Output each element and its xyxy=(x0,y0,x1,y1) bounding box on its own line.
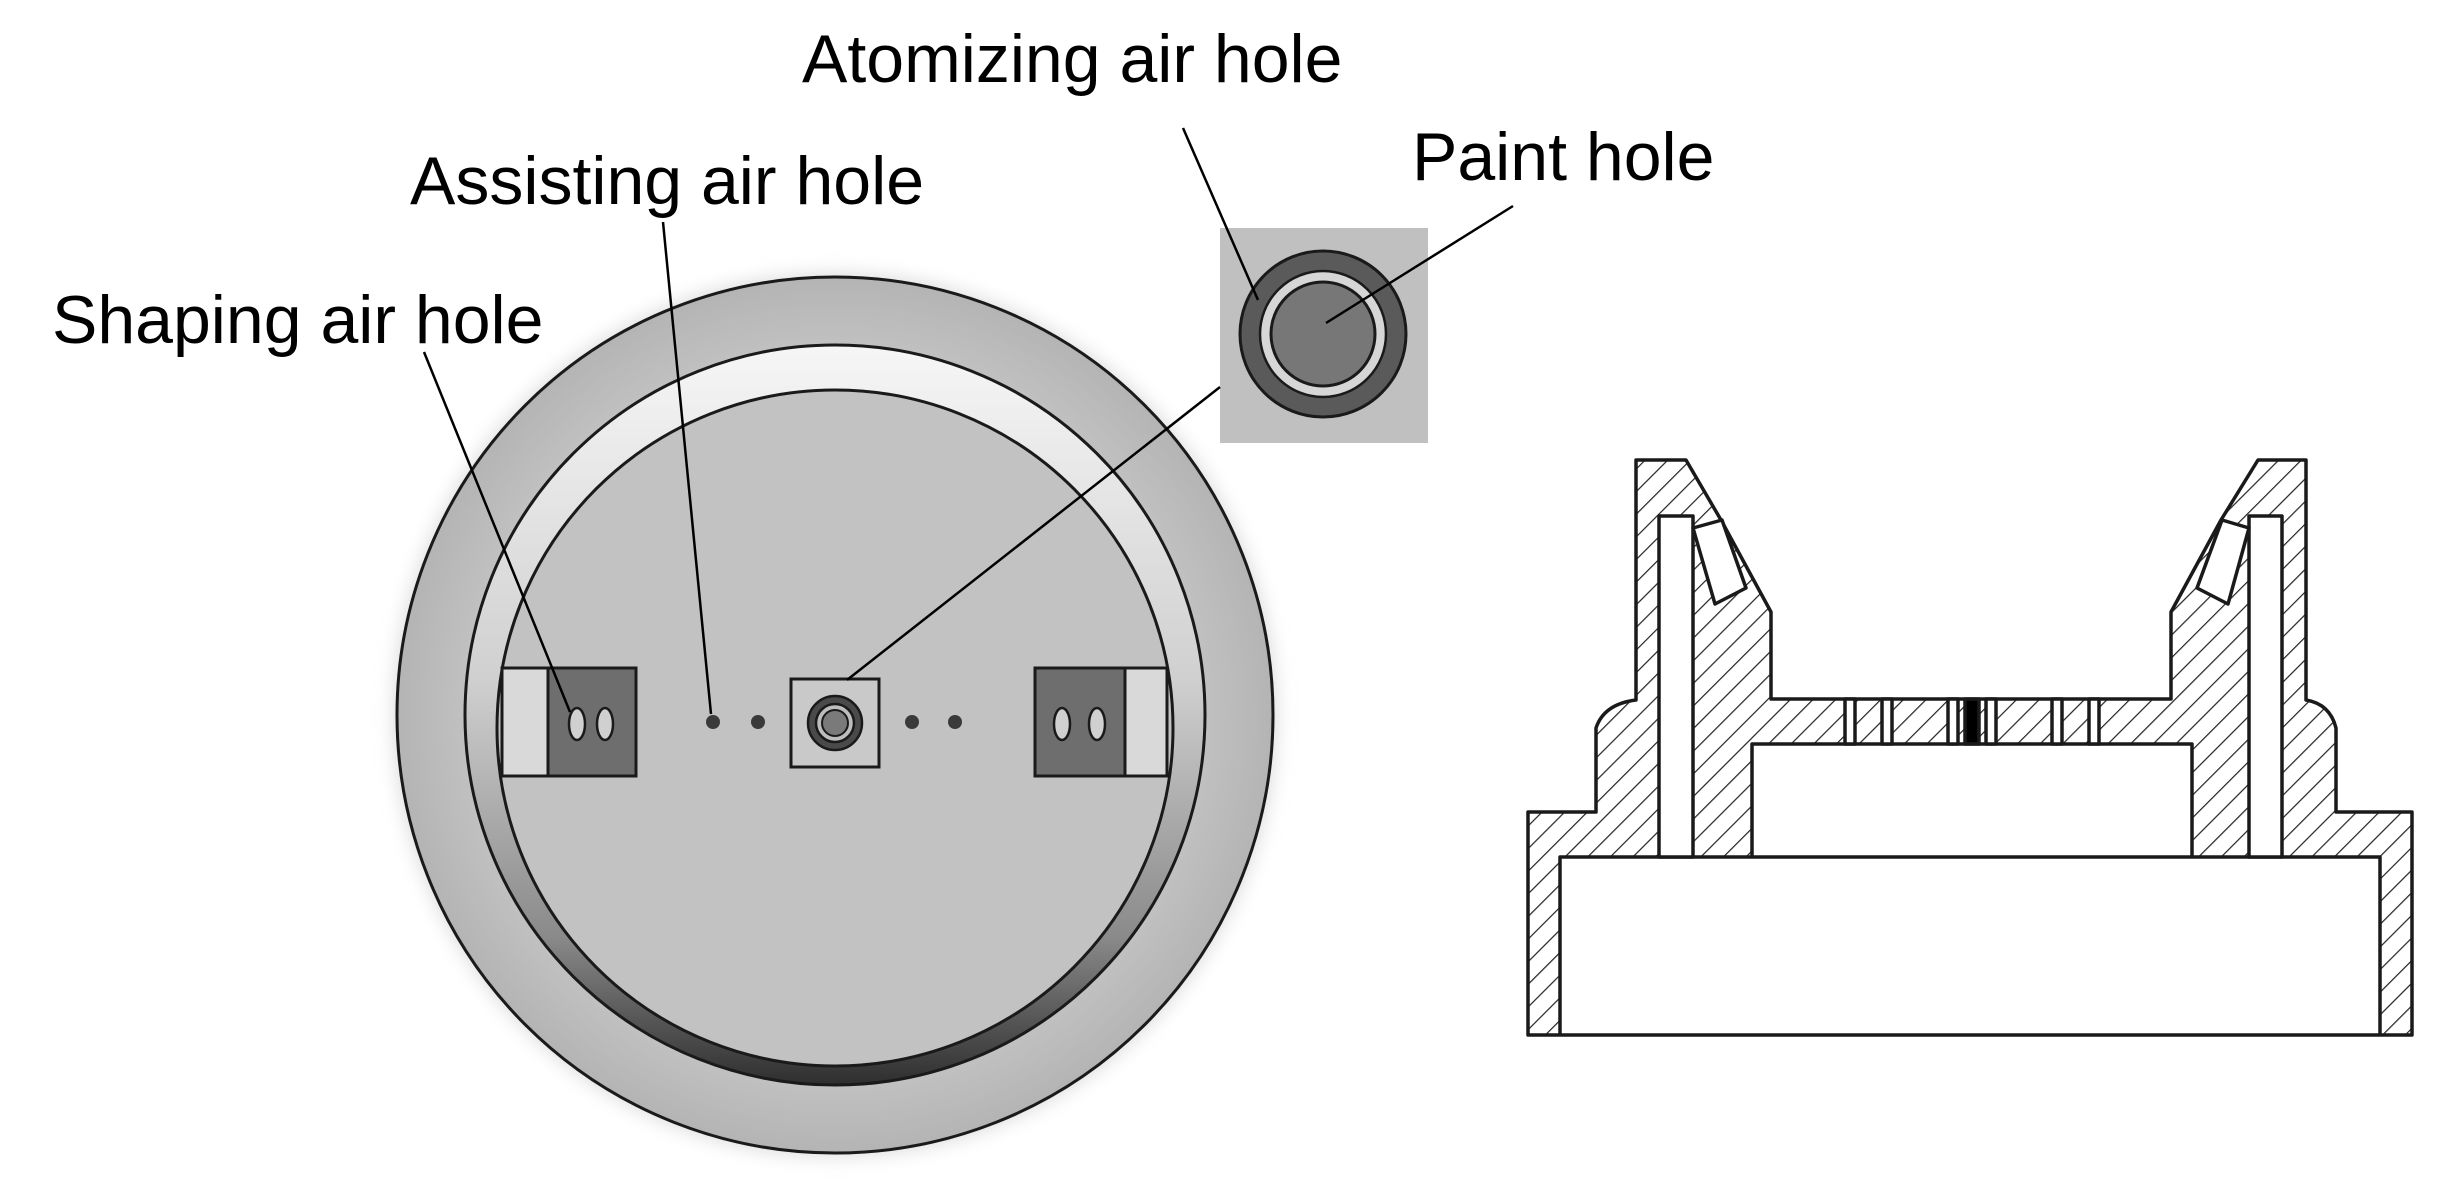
right-shaping-block xyxy=(1033,666,1169,778)
section-hole xyxy=(1880,697,1894,746)
section-hole xyxy=(2087,697,2101,746)
section-hole xyxy=(2050,697,2064,746)
paint-hole-label: Paint hole xyxy=(1412,119,1714,195)
section-hole xyxy=(1984,697,1998,746)
shaping-air-hole xyxy=(567,706,587,742)
assisting-air-hole xyxy=(905,715,919,729)
zoom-inset xyxy=(1220,228,1428,443)
shaping-air-hole xyxy=(1052,706,1072,742)
right-air-channel xyxy=(2247,514,2284,859)
shaping-leader xyxy=(422,351,572,713)
shaping-air-hole xyxy=(1087,706,1107,742)
nozzle-front-view xyxy=(395,275,1275,1155)
section-body xyxy=(1526,458,2414,1037)
zoom-connector xyxy=(846,386,1221,681)
assisting-air-hole-label: Assisting air hole xyxy=(410,143,924,219)
shaping-air-hole-label: Shaping air hole xyxy=(52,282,543,358)
atomizing-leader xyxy=(1181,127,1260,301)
center-hole-box xyxy=(789,677,881,769)
right-angled-port xyxy=(2195,518,2251,606)
section-hole xyxy=(1843,697,1857,746)
left-air-channel xyxy=(1657,514,1695,859)
paint-hole-zoom xyxy=(1269,280,1377,388)
nozzle-cross-section xyxy=(1526,458,2414,1037)
shaping-air-hole xyxy=(595,706,615,742)
section-hole xyxy=(1946,697,1960,746)
leader-lines xyxy=(422,127,1514,715)
atomizing-air-hole-label: Atomizing air hole xyxy=(802,21,1342,97)
section-paint-hole xyxy=(1963,697,1981,746)
left-shaping-block xyxy=(500,666,638,778)
assisting-air-hole xyxy=(706,715,720,729)
left-angled-port xyxy=(1691,518,1748,606)
assisting-air-hole xyxy=(948,715,962,729)
assisting-air-hole xyxy=(751,715,765,729)
assisting-leader xyxy=(661,221,713,715)
paint-leader xyxy=(1325,204,1514,325)
